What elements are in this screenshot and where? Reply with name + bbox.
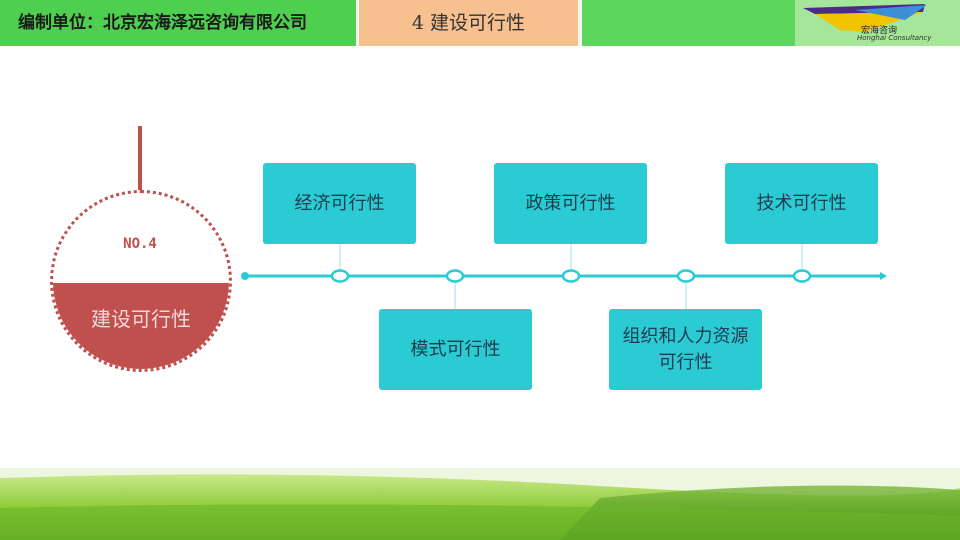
box-technical: 技术可行性 — [725, 163, 878, 244]
header-bar: 编制单位：北京宏海泽远咨询有限公司 4 建设可行性 宏海咨询 Honghai C… — [0, 0, 960, 46]
box-policy: 政策可行性 — [494, 163, 647, 244]
badge-number: NO.4 — [123, 236, 157, 252]
org-label: 编制单位：北京宏海泽远咨询有限公司 — [0, 0, 356, 46]
timeline-start-dot — [241, 272, 249, 280]
timeline-node — [676, 269, 696, 283]
logo-en-text: Honghai Consultancy — [857, 34, 932, 42]
header-spacer — [582, 0, 792, 46]
box-organization: 组织和人力资源可行性 — [609, 309, 762, 390]
badge-circle-fill — [53, 283, 229, 369]
timeline-node — [330, 269, 350, 283]
badge-stick — [138, 126, 142, 192]
section-title: 4 建设可行性 — [359, 0, 578, 46]
logo-cn-text: 宏海咨询 — [861, 26, 898, 36]
timeline-node — [445, 269, 465, 283]
header-divider — [578, 0, 582, 46]
timeline-node — [792, 269, 812, 283]
grass-footer-image — [0, 468, 960, 540]
timeline-arrow-icon — [880, 272, 887, 280]
header-divider — [356, 0, 359, 46]
timeline-node — [561, 269, 581, 283]
logo — [795, 0, 960, 46]
box-economic: 经济可行性 — [263, 163, 416, 244]
logo-mark-icon — [803, 4, 927, 32]
badge-circle — [50, 190, 232, 372]
box-mode: 模式可行性 — [379, 309, 532, 390]
badge-title: 建设可行性 — [91, 307, 191, 331]
